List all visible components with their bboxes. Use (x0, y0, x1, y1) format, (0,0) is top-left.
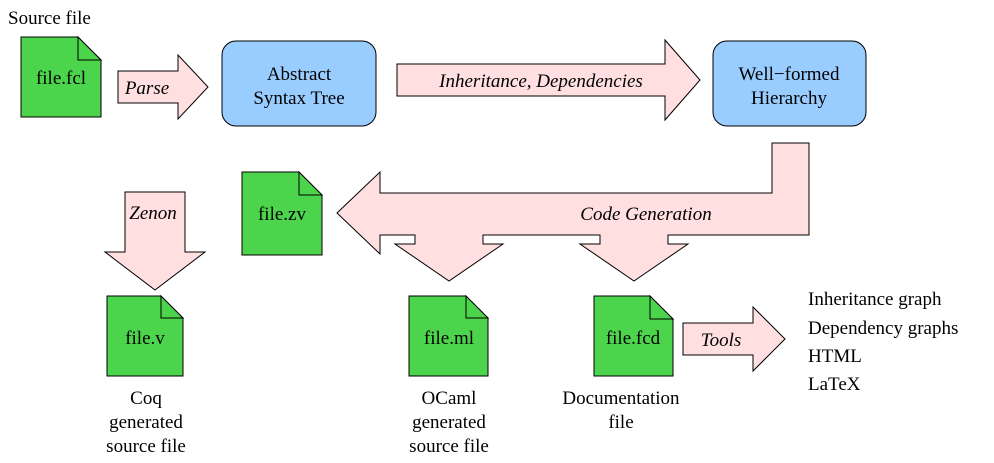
ocaml-caption-line1: OCaml (422, 388, 477, 409)
well-formed-hierarchy-box (712, 40, 867, 127)
documentation-caption-line2: file (608, 412, 633, 433)
zenon-arrow-label: Zenon (129, 203, 177, 224)
tool-output-latex: LaTeX (808, 374, 861, 395)
file-zv-label: file.zv (258, 204, 307, 225)
tools-arrow (682, 305, 786, 373)
file-zv-document (241, 170, 324, 256)
tool-output-dependency-graphs: Dependency graphs (808, 318, 958, 339)
file-fcl-document (20, 35, 103, 118)
inheritance-dependencies-arrow (396, 38, 701, 122)
file-fcd-document (593, 294, 675, 377)
file-v-label: file.v (125, 328, 165, 349)
documentation-caption-line1: Documentation (562, 388, 680, 409)
abstract-syntax-tree-line2: Syntax Tree (253, 88, 344, 109)
file-fcl-label: file.fcl (36, 68, 86, 89)
code-generation-arrow (336, 142, 810, 282)
coq-caption-line2: generated (109, 412, 183, 433)
inheritance-dependencies-label: Inheritance, Dependencies (438, 71, 643, 92)
source-file-label: Source file (8, 8, 91, 29)
coq-caption-line1: Coq (130, 388, 162, 409)
abstract-syntax-tree-box (221, 40, 377, 127)
tool-output-html: HTML (808, 346, 862, 367)
coq-caption-line3: source file (106, 436, 186, 457)
ocaml-caption-line3: source file (409, 436, 489, 457)
code-generation-label: Code Generation (580, 204, 711, 225)
zenon-arrow (103, 191, 207, 291)
well-formed-hierarchy-line1: Well−formed (739, 64, 840, 85)
tool-output-inheritance-graph: Inheritance graph (808, 289, 942, 310)
file-ml-label: file.ml (424, 328, 474, 349)
file-fcd-label: file.fcd (606, 328, 661, 349)
tools-arrow-label: Tools (701, 330, 742, 351)
file-ml-document (408, 294, 490, 377)
file-v-document (106, 294, 185, 377)
abstract-syntax-tree-line1: Abstract (267, 64, 332, 85)
parse-arrow-label: Parse (124, 78, 169, 99)
parse-arrow (117, 53, 209, 121)
well-formed-hierarchy-line2: Hierarchy (751, 88, 827, 109)
ocaml-caption-line2: generated (412, 412, 486, 433)
